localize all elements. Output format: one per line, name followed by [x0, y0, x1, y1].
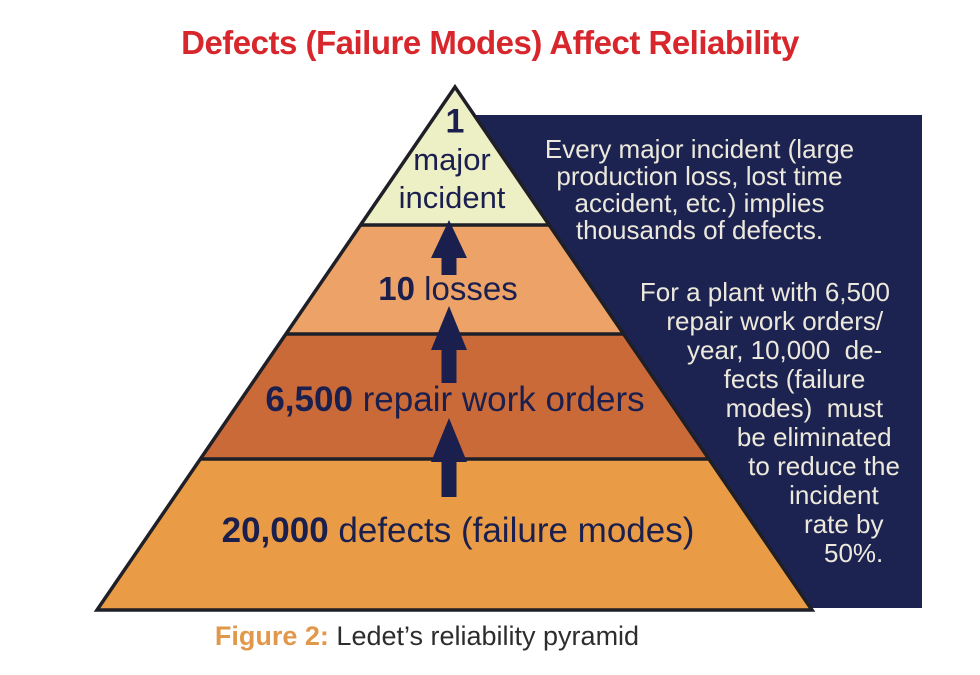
note-line: 50%.: [824, 538, 884, 568]
figure-caption-label: Figure 2:: [214, 621, 329, 651]
note-major-incident: Every major incident (large production l…: [455, 115, 922, 244]
note-line: production loss, lost time: [556, 161, 843, 191]
level-4-label: 20,000 defects (failure modes): [222, 511, 695, 551]
level-3-count: 6,500: [265, 380, 353, 419]
note-line: accident, etc.) implies: [574, 188, 825, 218]
note-line: Every major incident (large: [544, 134, 855, 164]
level-3-text: repair work orders: [352, 380, 645, 419]
level-1-label-line2: incident: [398, 180, 506, 215]
level-2-count: 10: [378, 270, 415, 307]
page-title: Defects (Failure Modes) Affect Reliabili…: [181, 24, 799, 61]
figure-caption: Figure 2: Ledet’s reliability pyramid: [215, 621, 639, 652]
level-1-label-line1: major: [413, 142, 491, 177]
level-2-text: losses: [415, 270, 518, 307]
figure-caption-text: Ledet’s reliability pyramid: [328, 621, 640, 651]
level-1-count: 1: [445, 102, 465, 141]
note-line: thousands of defects.: [575, 215, 824, 245]
level-4-count: 20,000: [221, 511, 329, 550]
level-2-label: 10 losses: [378, 270, 517, 308]
level-4-text: defects (failure modes): [328, 511, 695, 550]
level-3-label: 6,500 repair work orders: [265, 380, 644, 420]
